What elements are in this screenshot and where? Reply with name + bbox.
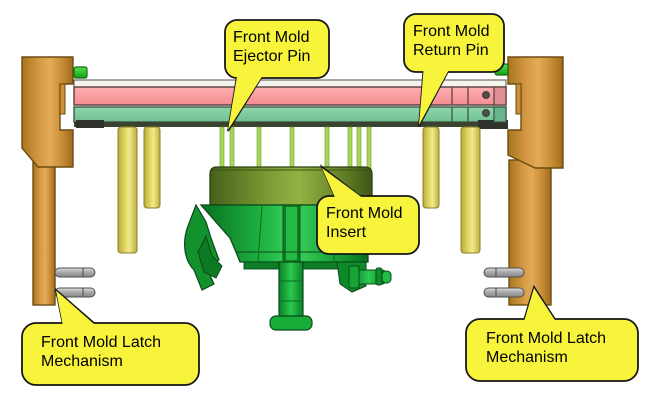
latch-mechanism-left [21, 56, 96, 306]
callout-latch-left: Front Mold Latch Mechanism [21, 287, 200, 386]
plate-left-end-block [76, 120, 104, 128]
callout-ejector-pin-line2: Ejector Pin [233, 48, 310, 65]
ejector-pins [219, 126, 372, 173]
callout-latch-right: Front Mold Latch Mechanism [465, 284, 639, 382]
callout-insert-box [316, 195, 420, 255]
callout-return-pin-line1: Front Mold [413, 23, 489, 40]
insert-stem [269, 261, 313, 331]
callout-latch-left-box [21, 322, 200, 386]
plate-bolt-top [482, 91, 490, 99]
callout-latch-right-line2: Mechanism [486, 349, 568, 366]
plate-right-end-block [478, 120, 508, 129]
return-pins [117, 126, 481, 254]
callout-insert-line2: Insert [326, 224, 367, 241]
callout-ejector-pin-line1: Front Mold [233, 29, 309, 46]
callout-insert-line1: Front Mold [326, 205, 402, 222]
latch-left-pins [54, 267, 96, 298]
callout-latch-right-line1: Front Mold Latch [486, 330, 606, 347]
return-pin-1 [117, 126, 138, 254]
pink-plate [73, 86, 507, 106]
latch-left-hook [59, 83, 66, 115]
green-plate [73, 106, 507, 123]
callout-ejector-pin: Front Mold Ejector Pin [224, 19, 330, 132]
callout-return-pin-line2: Return Pin [413, 42, 489, 59]
plate-bottom-edge [74, 122, 506, 127]
callout-latch-left-line1: Front Mold Latch [41, 334, 161, 351]
mold-plate-stack [73, 79, 508, 129]
plate-right-end-details [451, 86, 507, 123]
latch-left-knob [73, 66, 88, 79]
latch-left-upper-bar [21, 56, 74, 168]
latch-right-lower-bar [508, 159, 552, 306]
callout-return-pin: Front Mold Return Pin [403, 13, 505, 127]
callout-return-pin-box [403, 13, 505, 73]
return-pin-2 [143, 126, 161, 209]
latch-right-pins [483, 267, 525, 298]
insert-spout [348, 265, 392, 289]
latch-left-lower-bar [32, 159, 56, 306]
return-pin-4 [460, 126, 481, 254]
insert-stem-foot [269, 315, 313, 331]
callout-insert: Front Mold Insert [316, 164, 420, 255]
return-pin-3 [422, 126, 440, 209]
callout-latch-left-line2: Mechanism [41, 353, 123, 370]
callout-ejector-pin-box [224, 19, 330, 79]
plate-bolt-bottom [482, 109, 490, 117]
latch-right-hook [515, 83, 522, 115]
